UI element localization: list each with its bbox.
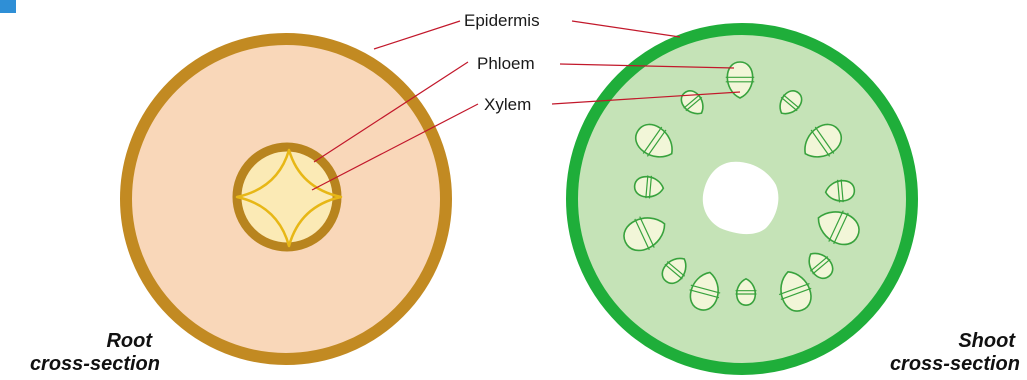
- shoot-caption-line2: cross-section: [890, 353, 1020, 375]
- shoot-cross-section: [572, 29, 912, 369]
- root-caption-line1: Root: [106, 330, 153, 352]
- epidermis-leader-shoot: [572, 21, 680, 37]
- shoot-caption-line1: Shoot: [958, 330, 1016, 352]
- phloem-label: Phloem: [477, 54, 535, 73]
- root-stele: [237, 147, 337, 247]
- epidermis-label: Epidermis: [464, 11, 540, 30]
- epidermis-leader-root: [374, 21, 460, 49]
- root-caption-line2: cross-section: [30, 353, 160, 375]
- root-cross-section: [126, 39, 446, 359]
- xylem-label: Xylem: [484, 95, 531, 114]
- corner-mark: [0, 0, 16, 13]
